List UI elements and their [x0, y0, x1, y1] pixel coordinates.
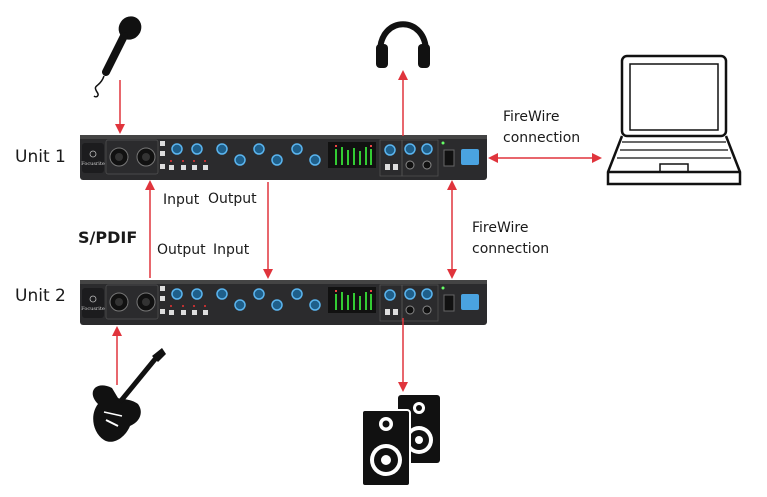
- unit2-brand-logo-text: Focusrite: [81, 306, 105, 312]
- unit1-label: Unit 1: [15, 147, 66, 167]
- unit1-audio-interface: [79, 134, 488, 181]
- firewire-mid-label-line2: connection: [472, 241, 550, 257]
- headphones-icon: [376, 21, 430, 68]
- firewire-mid-label-line1: FireWire: [472, 220, 529, 236]
- speakers-icon: [361, 395, 440, 487]
- unit2-output-label: Output: [157, 242, 206, 258]
- laptop-icon: [606, 54, 742, 186]
- unit1-output-label: Output: [208, 191, 257, 207]
- microphone-icon: [93, 16, 142, 98]
- unit2-audio-interface: [79, 279, 488, 326]
- unit2-label: Unit 2: [15, 286, 66, 306]
- unit1-brand-logo-text: Focusrite: [81, 161, 105, 167]
- spdif-label: S/PDIF: [78, 228, 138, 247]
- firewire-top-label-line1: FireWire: [503, 109, 560, 125]
- firewire-top-label-line2: connection: [503, 130, 581, 146]
- unit1-input-label: Input: [163, 192, 200, 208]
- signal-arrows: [112, 70, 602, 392]
- electric-guitar-icon: [92, 348, 166, 442]
- unit2-input-label: Input: [213, 242, 250, 258]
